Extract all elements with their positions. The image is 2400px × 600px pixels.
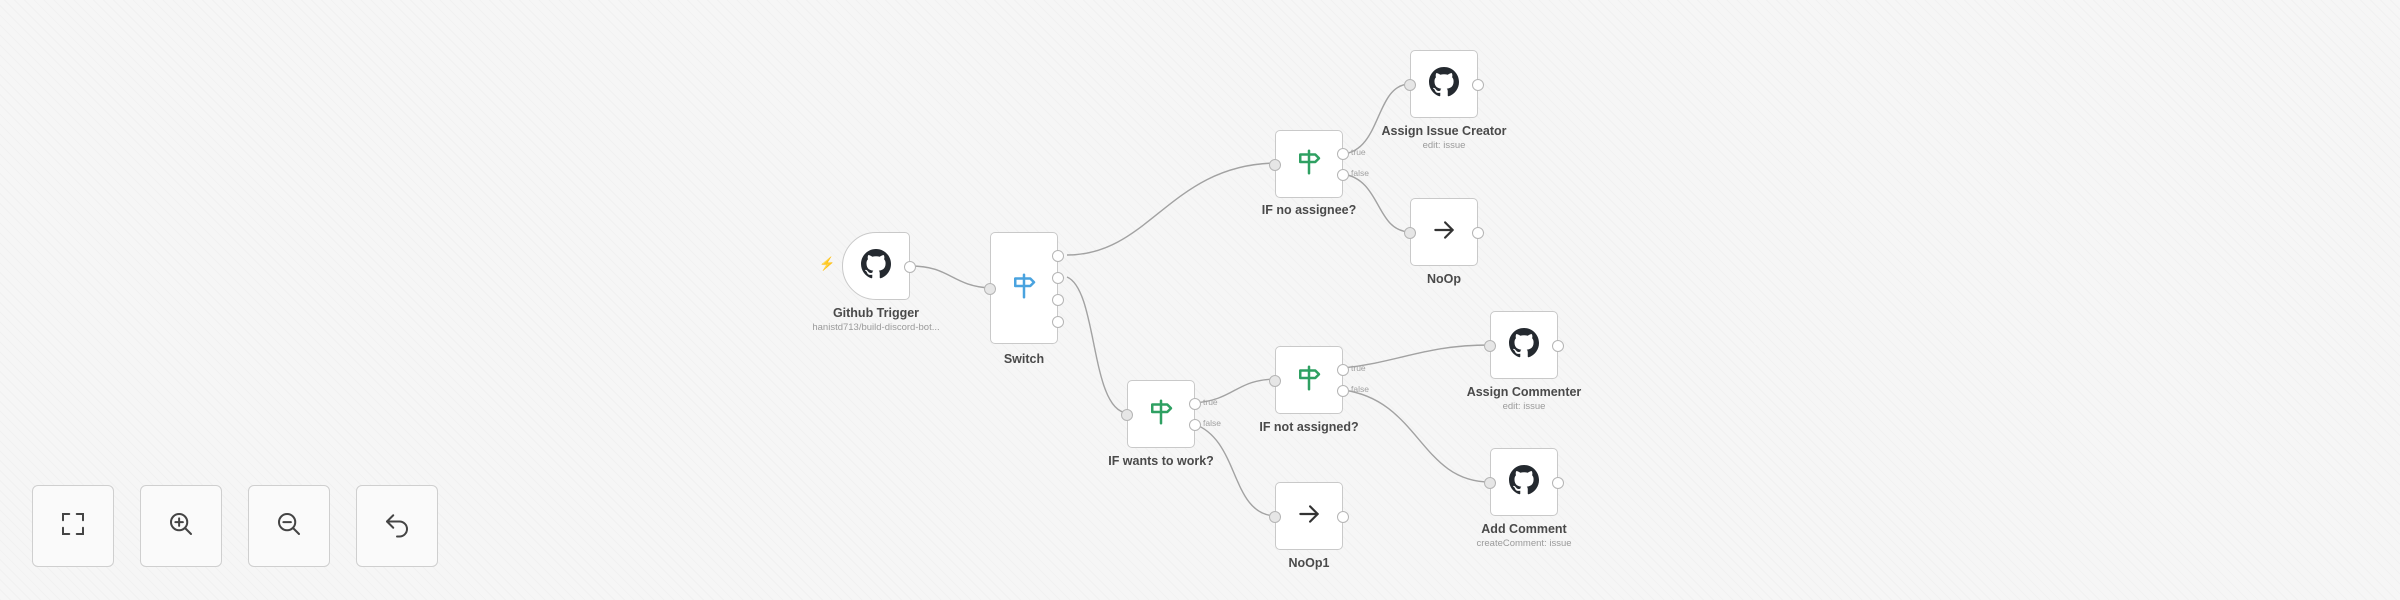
edge-switch-if-wants-to-work: [1066, 276, 1128, 414]
output-handle[interactable]: [1472, 227, 1484, 239]
node-label: Assign Issue Creator: [1381, 124, 1507, 138]
node-switch[interactable]: [984, 232, 1064, 344]
false-output-handle[interactable]: [1337, 385, 1349, 397]
node-label: Github Trigger: [832, 306, 920, 320]
input-handle[interactable]: [1484, 477, 1496, 489]
edge-if-wants-to-work-if-not-assigned: [1193, 378, 1276, 404]
node-add-comment[interactable]: [1484, 448, 1564, 516]
true-port-label: true: [1351, 363, 1366, 373]
node-assign-issue-creator[interactable]: [1404, 50, 1484, 118]
true-port-label: true: [1203, 397, 1218, 407]
input-handle[interactable]: [1269, 375, 1281, 387]
output-handle[interactable]: [904, 261, 916, 273]
node-label: Add Comment: [1481, 522, 1567, 536]
node-subtitle: edit: issue: [1422, 140, 1466, 151]
output-handle[interactable]: [1337, 511, 1349, 523]
edge-if-not-assigned-add-comment: [1342, 389, 1491, 483]
arrow-right-icon: [1296, 501, 1322, 532]
zoom-out-button[interactable]: [248, 485, 330, 567]
node-subtitle: hanistd713/build-discord-bot...: [812, 322, 940, 333]
undo-icon: [382, 509, 412, 544]
edge-if-no-assignee-assign-creator: [1342, 83, 1411, 155]
edge-if-no-assignee-noop: [1342, 173, 1411, 233]
true-output-handle[interactable]: [1337, 364, 1349, 376]
false-port-label: false: [1351, 384, 1369, 394]
node-if-wants-to-work[interactable]: [1121, 380, 1201, 448]
undo-button[interactable]: [356, 485, 438, 567]
node-subtitle: createComment: issue: [1476, 538, 1572, 549]
zoom-in-icon: [166, 509, 196, 544]
zoom-out-icon: [274, 509, 304, 544]
true-output-handle[interactable]: [1337, 148, 1349, 160]
node-label: Assign Commenter: [1466, 385, 1582, 399]
input-handle[interactable]: [1121, 409, 1133, 421]
edge-trigger-switch: [910, 265, 991, 289]
github-icon: [1429, 66, 1459, 102]
node-if-not-assigned[interactable]: [1269, 346, 1349, 414]
output-handle[interactable]: [1552, 340, 1564, 352]
false-output-handle[interactable]: [1189, 419, 1201, 431]
if-signpost-icon: [1294, 363, 1324, 398]
input-handle[interactable]: [1404, 79, 1416, 91]
edge-switch-if-no-assignee: [1066, 162, 1276, 256]
node-label: IF not assigned?: [1259, 420, 1359, 434]
zoom-in-button[interactable]: [140, 485, 222, 567]
node-noop[interactable]: [1404, 198, 1484, 266]
input-handle[interactable]: [984, 283, 996, 295]
node-label: IF wants to work?: [1108, 454, 1214, 468]
github-icon: [861, 248, 891, 284]
edge-if-wants-to-work-noop1: [1193, 423, 1276, 517]
node-label: NoOp1: [1288, 556, 1330, 570]
trigger-bolt-icon: ⚡: [819, 256, 836, 271]
output-handle[interactable]: [1552, 477, 1564, 489]
node-label: NoOp: [1426, 272, 1462, 286]
input-handle[interactable]: [1404, 227, 1416, 239]
false-output-handle[interactable]: [1337, 169, 1349, 181]
fit-view-button[interactable]: [32, 485, 114, 567]
false-port-label: false: [1351, 168, 1369, 178]
false-port-label: false: [1203, 418, 1221, 428]
edge-if-not-assigned-assign-commenter: [1342, 344, 1491, 369]
node-noop1[interactable]: [1269, 482, 1349, 550]
node-github-trigger[interactable]: [842, 232, 916, 300]
true-output-handle[interactable]: [1189, 398, 1201, 410]
output-handle-2[interactable]: [1052, 294, 1064, 306]
if-signpost-icon: [1146, 397, 1176, 432]
node-if-no-assignee[interactable]: [1269, 130, 1349, 198]
output-handle[interactable]: [1472, 79, 1484, 91]
fullscreen-icon: [58, 509, 88, 544]
output-handle-1[interactable]: [1052, 272, 1064, 284]
input-handle[interactable]: [1269, 511, 1281, 523]
output-handle-0[interactable]: [1052, 250, 1064, 262]
node-label: Switch: [1003, 352, 1045, 366]
node-assign-commenter[interactable]: [1484, 311, 1564, 379]
switch-signpost-icon: [1009, 271, 1039, 306]
arrow-right-icon: [1431, 217, 1457, 248]
input-handle[interactable]: [1484, 340, 1496, 352]
if-signpost-icon: [1294, 147, 1324, 182]
github-icon: [1509, 464, 1539, 500]
node-label: IF no assignee?: [1261, 203, 1357, 217]
input-handle[interactable]: [1269, 159, 1281, 171]
github-icon: [1509, 327, 1539, 363]
node-subtitle: edit: issue: [1502, 401, 1546, 412]
true-port-label: true: [1351, 147, 1366, 157]
output-handle-3[interactable]: [1052, 316, 1064, 328]
